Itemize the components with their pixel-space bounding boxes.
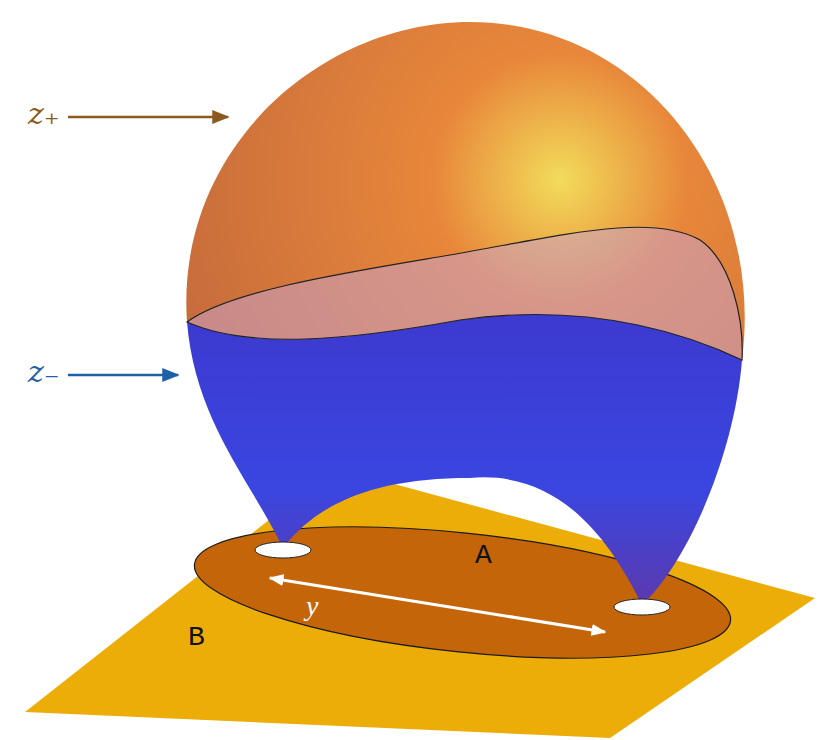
surface-intersection <box>187 227 742 360</box>
text-anchor: z₋ <box>28 354 60 389</box>
separation-arrow <box>270 578 605 632</box>
text-anchor: z₊ <box>28 96 60 131</box>
orange-dome <box>186 22 744 360</box>
region-label: A <box>475 540 492 571</box>
region-label: B <box>188 622 205 653</box>
text-anchor: A <box>475 540 492 571</box>
surface-label: z₊ <box>28 96 60 131</box>
entangling-hole <box>614 599 670 615</box>
entangling-hole <box>255 542 311 558</box>
leader-arrow <box>68 116 228 119</box>
distance-label: y <box>306 590 318 622</box>
text-anchor: y <box>306 590 318 622</box>
leader-arrow <box>68 374 178 377</box>
text-anchor: B <box>188 622 205 653</box>
surface-label: z₋ <box>28 354 60 389</box>
blue-surface <box>187 315 742 605</box>
